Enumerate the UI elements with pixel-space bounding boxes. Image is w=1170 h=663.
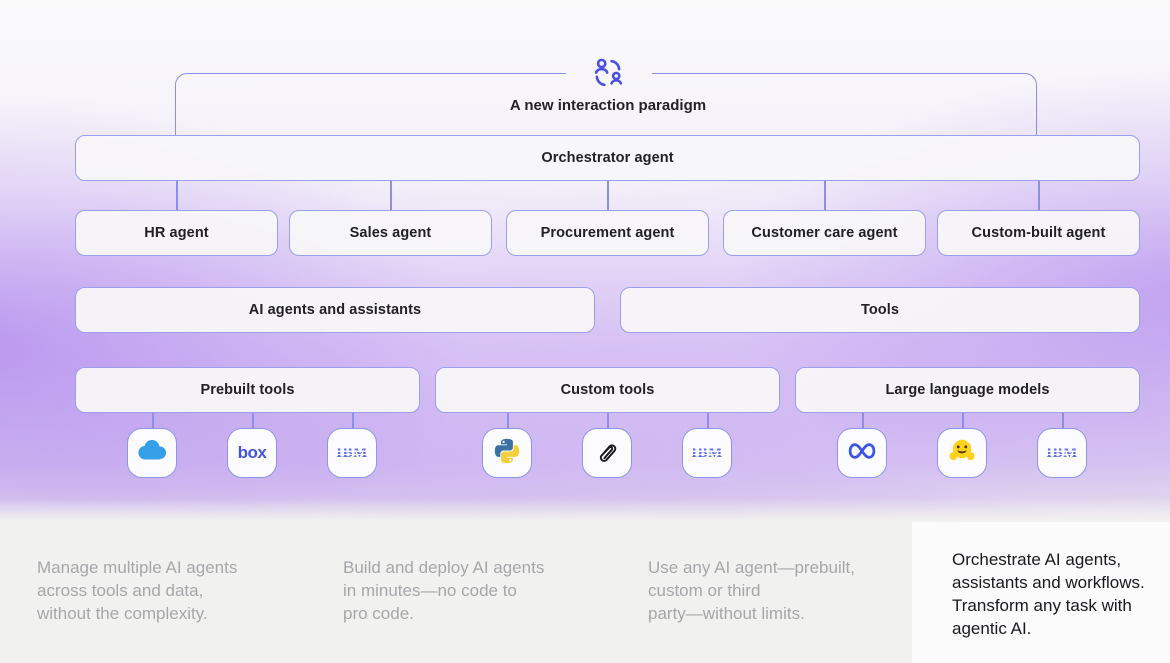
connector-bracket-right (652, 73, 1037, 135)
ibm-tile-3: IBM (1037, 428, 1087, 478)
connector-line (1038, 181, 1040, 210)
connector-line (862, 413, 864, 429)
huggingface-icon (946, 435, 978, 472)
python-tile (482, 428, 532, 478)
connector-line (390, 181, 392, 210)
custom-tools-box: Custom tools (435, 367, 780, 413)
langchain-tile (582, 428, 632, 478)
footer-note-build: Build and deploy AI agents in minutes—no… (343, 558, 545, 623)
highlight-card: Orchestrate AI agents, assistants and wo… (912, 522, 1170, 663)
ibm-tile-1: IBM (327, 428, 377, 478)
interaction-paradigm-icon (589, 54, 627, 97)
custom-built-agent-box: Custom-built agent (937, 210, 1140, 256)
prebuilt-tools-label: Prebuilt tools (200, 382, 295, 398)
ibm-tile-2: IBM (682, 428, 732, 478)
salesforce-icon (135, 438, 169, 469)
ibm-icon: IBM (1046, 444, 1078, 462)
hr-agent-label: HR agent (144, 225, 209, 241)
llm-label: Large language models (885, 382, 1050, 398)
highlight-card-text: Orchestrate AI agents, assistants and wo… (952, 550, 1145, 638)
hr-agent-box: HR agent (75, 210, 278, 256)
connector-bracket-left (175, 73, 566, 135)
connector-line (1062, 413, 1064, 429)
connector-line (507, 413, 509, 429)
box-icon: box (237, 443, 267, 462)
connector-line (607, 413, 609, 429)
connector-line (352, 413, 354, 429)
sales-agent-label: Sales agent (349, 225, 432, 241)
procurement-agent-label: Procurement agent (540, 225, 675, 241)
ibm-icon: IBM (336, 444, 368, 462)
diagram-title: A new interaction paradigm (509, 97, 707, 114)
custom-tools-label: Custom tools (560, 382, 655, 398)
customer-care-agent-label: Customer care agent (751, 225, 898, 241)
tools-layer-label: Tools (860, 302, 900, 318)
ai-agents-layer-label: AI agents and assistants (248, 302, 422, 318)
connector-line (962, 413, 964, 429)
tools-layer-box: Tools (620, 287, 1140, 333)
customer-care-agent-box: Customer care agent (723, 210, 926, 256)
connector-line (824, 181, 826, 210)
sales-agent-box: Sales agent (289, 210, 492, 256)
footer-note-use: Use any AI agent—prebuilt, custom or thi… (648, 558, 855, 623)
connector-line (607, 181, 609, 210)
procurement-agent-box: Procurement agent (506, 210, 709, 256)
meta-tile (837, 428, 887, 478)
ai-agents-layer-box: AI agents and assistants (75, 287, 595, 333)
connector-line (152, 413, 154, 429)
llm-box: Large language models (795, 367, 1140, 413)
orchestrator-agent-label: Orchestrator agent (541, 150, 674, 166)
custom-built-agent-label: Custom-built agent (971, 225, 1106, 241)
prebuilt-tools-box: Prebuilt tools (75, 367, 420, 413)
meta-icon (845, 434, 879, 473)
salesforce-tile (127, 428, 177, 478)
connector-line (252, 413, 254, 429)
langchain-icon (592, 436, 622, 471)
python-icon (492, 436, 522, 471)
footer-note-manage: Manage multiple AI agents across tools a… (37, 558, 238, 623)
box-tile: box (227, 428, 277, 478)
connector-line (176, 181, 178, 210)
connector-line (707, 413, 709, 429)
orchestrator-agent-box: Orchestrator agent (75, 135, 1140, 181)
ibm-icon: IBM (691, 444, 723, 462)
huggingface-tile (937, 428, 987, 478)
